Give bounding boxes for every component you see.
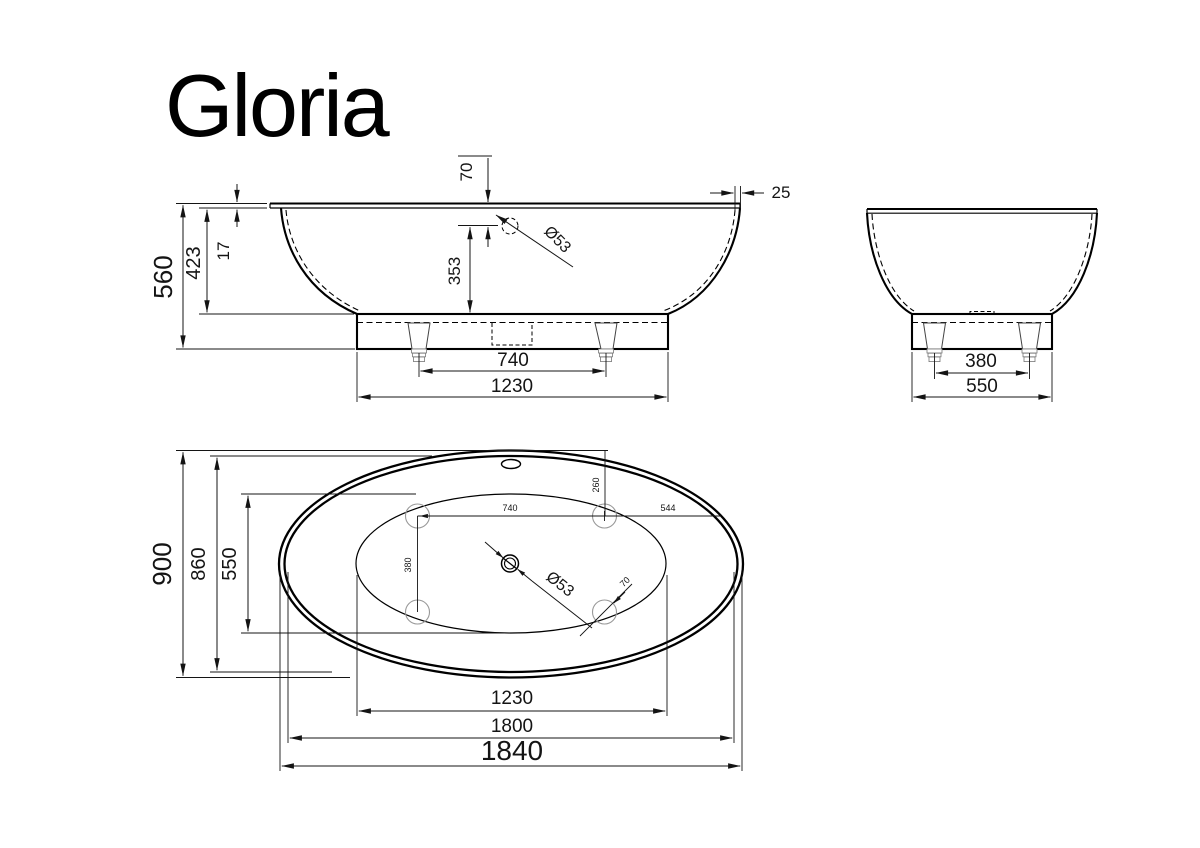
dim-plan-foot-to-end: 544: [660, 503, 675, 513]
dim-side-rim-height: 17: [214, 242, 233, 261]
dim-side-feet-pitch: 740: [497, 350, 529, 371]
plan-view: 900 860 550 1230 1800 1840 740 544 260 3…: [147, 449, 745, 771]
dim-plan-drain-diameter: Ø53: [543, 568, 577, 600]
dim-plan-bottom-width: 550: [219, 547, 241, 580]
drawing-title: Gloria: [165, 56, 390, 155]
dim-end-base-width: 550: [966, 376, 998, 397]
dim-plan-overall-length: 1840: [481, 735, 543, 766]
side-view: 560 423 17 70 353 Ø53 25 740 1230: [148, 155, 791, 402]
plan-foot-bottom-right: [591, 599, 618, 625]
dim-plan-feet-pitch-cross: 380: [403, 557, 413, 572]
overflow-hole: [500, 458, 522, 470]
dim-plan-foot-note: 70: [618, 575, 632, 589]
dim-side-rim-to-drain: 70: [457, 163, 476, 182]
side-drain: [501, 217, 519, 235]
dim-side-depth-to-rim: 423: [183, 246, 205, 279]
dim-side-drain-diameter: Ø53: [540, 223, 573, 256]
dim-plan-bottom-length: 1230: [491, 688, 533, 709]
dim-plan-overall-width: 900: [147, 542, 177, 585]
dim-side-base-length: 1230: [491, 376, 533, 397]
dim-plan-feet-pitch-long: 740: [502, 503, 517, 513]
dim-end-feet-pitch: 380: [965, 351, 997, 372]
dim-side-rim-width: 25: [772, 183, 791, 202]
plan-drain: [484, 541, 593, 629]
end-view: 380 550: [865, 207, 1099, 402]
dim-plan-rim-inner-width: 860: [188, 547, 210, 580]
dim-plan-edge-to-foot: 260: [591, 477, 601, 492]
dim-plan-rim-inner-length: 1800: [491, 716, 533, 737]
dim-side-overall-height: 560: [148, 255, 178, 298]
dim-side-drain-to-base: 353: [445, 257, 464, 285]
